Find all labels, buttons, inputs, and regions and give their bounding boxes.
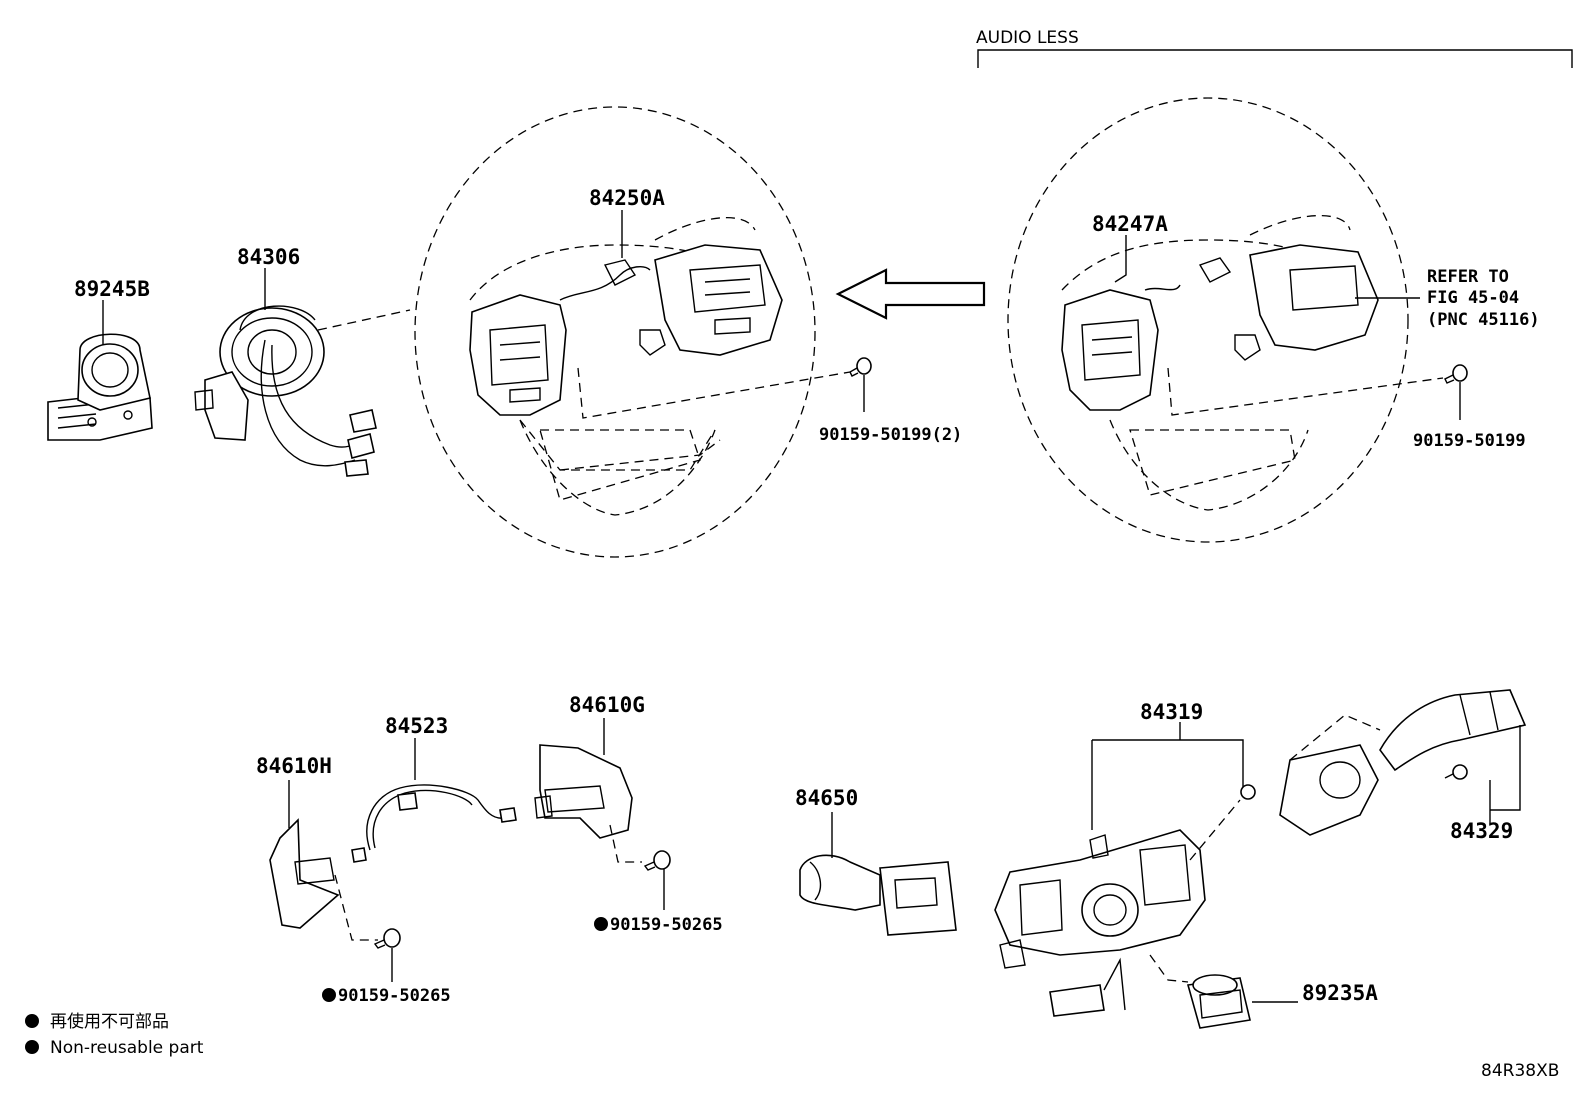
part-84329-illustration [1279,689,1527,836]
part-84610G-illustration [534,718,671,910]
label-84650: 84650 [795,786,858,810]
audio-less-label: AUDIO LESS [976,28,1079,48]
legend: 再使用不可部品 Non-reusable part [25,1011,204,1058]
label-84250A: 84250A [589,186,665,210]
part-84319-illustration [994,722,1256,1017]
legend-dot-icon [25,1040,39,1054]
diagram-code: 84R38XB [1481,1061,1559,1081]
label-90159-50199: 90159-50199 [1413,431,1526,451]
non-reusable-dot-icon [594,917,608,931]
part-84523-illustration [351,738,517,863]
label-89235A: 89235A [1302,981,1378,1005]
part-89235A-illustration [1186,974,1298,1029]
label-90159-50265-left: 90159-50265 [338,986,451,1006]
part-84650-illustration [799,812,957,936]
screw-90159-50199-icon [1444,364,1468,420]
legend-japanese: 再使用不可部品 [50,1011,169,1032]
label-84610H: 84610H [256,754,332,778]
refer-line-3: (PNC 45116) [1427,310,1540,330]
arrow-left-icon [835,268,986,320]
label-84247A: 84247A [1092,212,1168,236]
steering-wheel-audio-less [1007,97,1444,543]
label-90159-50265-right: 90159-50265 [610,915,723,935]
steering-wheel-audio [414,106,851,558]
part-89245B-illustration [47,300,153,441]
label-89245B: 89245B [74,277,150,301]
refer-line-2: FIG 45-04 [1427,288,1519,308]
label-84523: 84523 [385,714,448,738]
screw-90159-50199-2-icon [849,357,872,412]
audio-less-bracket: AUDIO LESS [976,28,1573,68]
legend-english: Non-reusable part [50,1038,204,1058]
non-reusable-dot-icon [322,988,336,1002]
legend-dot-icon [25,1014,39,1028]
label-84319: 84319 [1140,700,1203,724]
label-84306: 84306 [237,245,300,269]
part-84610H-illustration [269,780,401,982]
part-84306-illustration [194,268,411,477]
refer-line-1: REFER TO [1427,267,1509,287]
label-84329: 84329 [1450,819,1513,843]
label-90159-50199-2: 90159-50199(2) [819,425,962,445]
label-84610G: 84610G [569,693,645,717]
